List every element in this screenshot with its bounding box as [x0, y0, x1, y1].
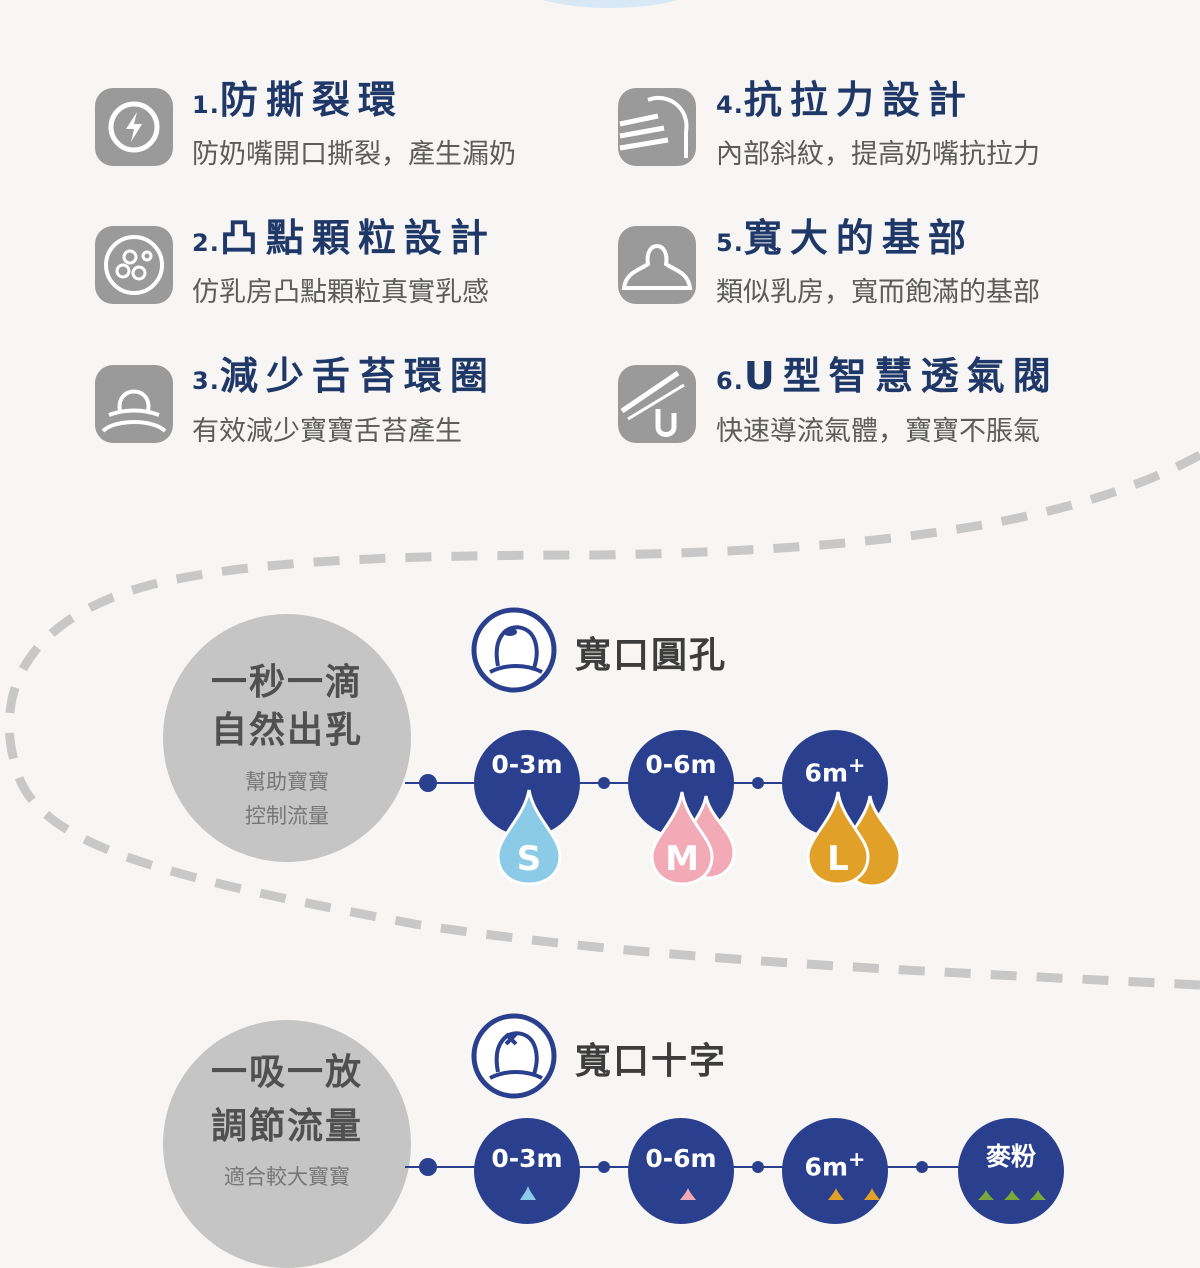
feature-desc-6: 快速導流氣體，寶寶不脹氣 [716, 416, 1040, 447]
feature-title-5: 5.寬大的基部 [716, 216, 974, 260]
top-decorative-arc [520, 0, 700, 8]
feature-desc-2: 仿乳房凸點顆粒真實乳感 [192, 277, 489, 308]
feature-title-6: 6.U型智慧透氣閥 [716, 354, 1059, 398]
feature-desc-1: 防奶嘴開口撕裂，產生漏奶 [192, 139, 516, 170]
wide-base-icon [618, 226, 696, 304]
size-label: 0-3m [491, 1144, 563, 1173]
connector-dot [916, 1161, 928, 1173]
info-sub-line-1: 幫助寶寶 [245, 770, 329, 794]
info-circle [163, 614, 411, 862]
drop-letter: M [665, 839, 699, 879]
size-label: 6m+ [804, 1147, 866, 1182]
dashed-path [4, 451, 1200, 990]
plus-sup: + [848, 753, 866, 777]
feature-title-1: 1.防撕裂環 [192, 78, 404, 122]
u-valve-icon [618, 365, 696, 443]
feature-desc-5: 類似乳房，寬而飽滿的基部 [716, 277, 1040, 308]
diagonal-stripe-icon [618, 88, 696, 166]
drop-letter: L [827, 839, 849, 879]
type-title: 寬口十字 [575, 1041, 728, 1082]
cross-hole-nipple-icon [471, 1013, 557, 1099]
feature-desc-3: 有效減少寶寶舌苔產生 [192, 416, 462, 447]
size-label: 麥粉 [985, 1142, 1036, 1171]
connector-dot [419, 1158, 437, 1176]
size-label: 0-6m [645, 1144, 717, 1173]
connector-dot [752, 1161, 764, 1173]
info-main-line-1: 一秒一滴 [210, 662, 363, 703]
feature-title-2: 2.凸點顆粒設計 [192, 216, 496, 260]
ring-nipple-icon [95, 365, 173, 443]
feature-title-4: 4.抗拉力設計 [716, 78, 974, 122]
drop-letter: S [517, 839, 542, 879]
s-drop-icon: S [496, 789, 562, 886]
connector-dot [419, 774, 437, 792]
info-main-line-1: 一吸一放 [210, 1052, 363, 1093]
info-main-line-2: 調節流量 [210, 1106, 363, 1147]
dotted-texture-icon [95, 226, 173, 304]
info-sub-line-1: 適合較大寶寶 [224, 1165, 350, 1189]
l-drop-icon: L [806, 791, 902, 888]
type-title: 寬口圓孔 [575, 635, 728, 676]
connector-dot [598, 1161, 610, 1173]
info-main-line-2: 自然出乳 [210, 710, 363, 751]
feature-desc-4: 內部斜紋，提高奶嘴抗拉力 [716, 139, 1040, 170]
size-label: 0-3m [491, 750, 563, 779]
info-sub-line-2: 控制流量 [245, 804, 329, 828]
drop-tips [520, 1186, 1046, 1200]
connector-dot [752, 777, 764, 789]
lightning-icon [95, 88, 173, 166]
round-hole-nipple-icon [471, 607, 557, 693]
plus-sup: + [848, 1147, 866, 1171]
feature-title-3: 3.減少舌苔環圈 [192, 354, 496, 398]
m-drop-icon: M [650, 791, 736, 886]
connector-dot [598, 777, 610, 789]
size-label: 6m+ [804, 753, 866, 788]
size-label: 0-6m [645, 750, 717, 779]
